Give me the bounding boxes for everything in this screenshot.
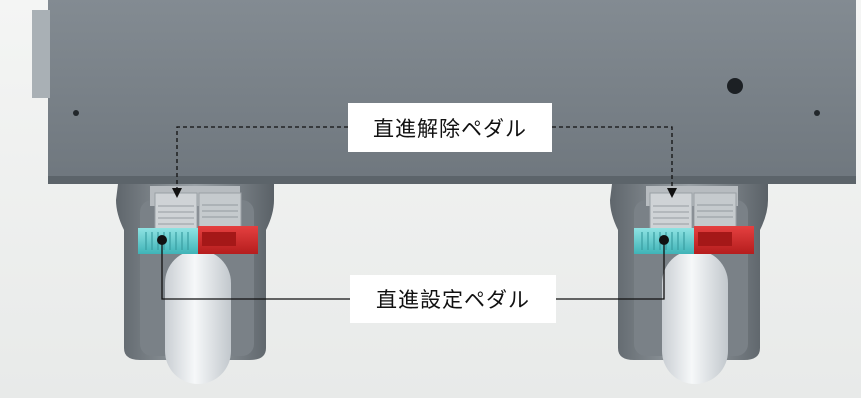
anchor-dot-icon <box>157 235 167 245</box>
set-pedal <box>138 228 198 254</box>
release-pedal <box>154 192 198 234</box>
screw-hole-icon <box>73 110 79 116</box>
set-pedal-leader <box>161 240 665 300</box>
release-pedal-leader <box>176 126 673 190</box>
release-pedal-label: 直進解除ペダル <box>348 103 552 152</box>
arrowhead-icon <box>172 188 182 198</box>
set-pedal-label: 直進設定ペダル <box>350 275 556 323</box>
release-pedal <box>649 192 693 234</box>
right-caster <box>610 184 768 384</box>
left-caster <box>116 184 274 384</box>
anchor-dot-icon <box>659 235 669 245</box>
bolt-hole-icon <box>727 78 743 94</box>
arrowhead-icon <box>667 188 677 198</box>
screw-hole-icon <box>814 110 820 116</box>
caster-wheel <box>165 250 231 384</box>
caster-wheel <box>662 250 728 384</box>
cart-body-panel <box>32 0 856 184</box>
